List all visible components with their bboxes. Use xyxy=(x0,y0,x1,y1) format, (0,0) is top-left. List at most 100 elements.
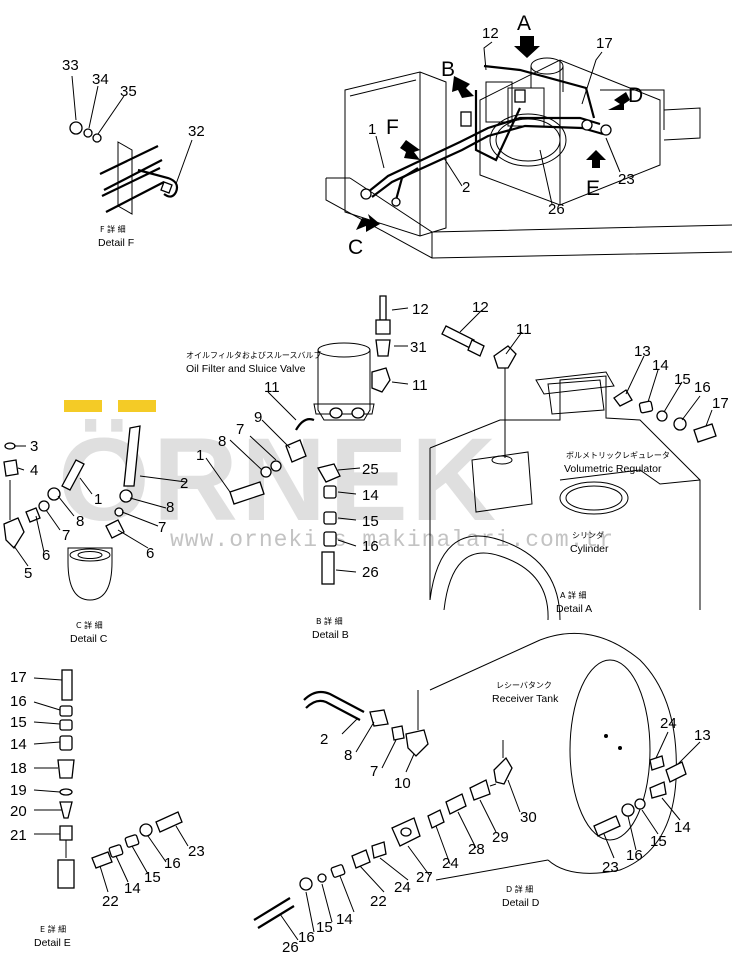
detail-a-drawing xyxy=(429,309,717,621)
arrow-letter-c: C xyxy=(348,236,363,259)
detail-b-callout: 11 xyxy=(412,377,428,394)
detail-a-regulator-label: Volumetric Regulator xyxy=(564,463,662,475)
detail-a-callout: 16 xyxy=(694,379,711,396)
detail-e-callout: 21 xyxy=(10,827,27,844)
detail-b-callout: 15 xyxy=(362,513,379,530)
detail-d-callout: 10 xyxy=(394,775,411,792)
arrow-d-icon xyxy=(608,92,630,110)
detail-b-callout: 16 xyxy=(362,538,379,555)
arrow-c-icon xyxy=(356,214,380,232)
detail-a-jp-regulator: ボルメトリックレギュレータ xyxy=(566,451,670,460)
detail-a-callout: 11 xyxy=(516,321,532,338)
detail-e-callout: 18 xyxy=(10,760,27,777)
detail-d-callout: 27 xyxy=(416,869,433,886)
detail-b-title: Oil Filter and Sluice Valve xyxy=(186,363,306,375)
detail-e-jp-label: E 詳 細 xyxy=(40,924,66,934)
detail-c-label: Detail C xyxy=(70,633,108,645)
detail-e-callout: 22 xyxy=(102,893,119,910)
detail-b-callout: 14 xyxy=(362,487,379,504)
detail-b-label: Detail B xyxy=(312,629,349,641)
detail-a-label: Detail A xyxy=(556,603,592,615)
detail-d-callout: 24 xyxy=(442,855,459,872)
watermark-url: www.orneki s makinalari.com.tr xyxy=(170,527,614,553)
detail-e-drawing xyxy=(33,669,189,893)
detail-e-callout: 14 xyxy=(124,880,141,897)
detail-c-callout: 5 xyxy=(24,565,32,582)
arrow-f-icon xyxy=(400,140,420,160)
detail-d-label: Detail D xyxy=(502,897,540,909)
detail-d-callout: 7 xyxy=(370,763,378,780)
detail-f-callout: 32 xyxy=(188,123,205,140)
detail-e-label: Detail E xyxy=(34,937,71,949)
detail-d-callout: 15 xyxy=(650,833,667,850)
detail-b-callout: 26 xyxy=(362,564,379,581)
detail-a-jp-label: A 詳 細 xyxy=(560,590,587,600)
arrow-letter-f: F xyxy=(386,116,399,139)
detail-f-callout: 33 xyxy=(62,57,79,74)
detail-b-jp-label: B 詳 細 xyxy=(316,616,343,626)
detail-b-callout: 7 xyxy=(158,519,166,536)
detail-d-callout: 22 xyxy=(370,893,387,910)
overview-callout: 23 xyxy=(618,171,635,188)
detail-e-callout: 16 xyxy=(164,855,181,872)
detail-a-callout: 12 xyxy=(472,299,489,316)
detail-e-callout: 16 xyxy=(10,693,27,710)
detail-b-jp-title: オイルフィルタおよびスルースバルブ xyxy=(186,350,321,360)
detail-d-callout: 28 xyxy=(468,841,485,858)
detail-b-callout: 8 xyxy=(218,433,226,450)
detail-b-callout: 31 xyxy=(410,339,427,356)
detail-e-callout: 20 xyxy=(10,803,27,820)
detail-b-callout: 6 xyxy=(146,545,154,562)
detail-a-callout: 15 xyxy=(674,371,691,388)
detail-c-callout: 1 xyxy=(94,491,102,508)
detail-e-callout: 19 xyxy=(10,782,27,799)
detail-b-callout: 11 xyxy=(264,379,280,396)
detail-b-callout: 12 xyxy=(412,301,429,318)
detail-c-callout: 6 xyxy=(42,547,50,564)
arrow-letter-d: D xyxy=(628,84,643,107)
overview-callout: 1 xyxy=(368,121,376,138)
overview-leaders xyxy=(375,41,621,205)
overview-callout: 26 xyxy=(548,201,565,218)
detail-e-callout: 15 xyxy=(144,869,161,886)
detail-e-callout: 17 xyxy=(10,669,27,686)
watermark-accent-dot xyxy=(118,400,156,412)
detail-d-callout: 14 xyxy=(674,819,691,836)
overview-callout: 17 xyxy=(596,35,613,52)
overview-drawing xyxy=(325,57,732,259)
detail-b-callout: 25 xyxy=(362,461,379,478)
detail-a-cylinder-label: Cylinder xyxy=(570,543,609,555)
detail-f-drawing xyxy=(69,75,193,215)
watermark-accent-dot xyxy=(64,400,102,412)
detail-a-callout: 17 xyxy=(712,395,729,412)
detail-b-callout: 9 xyxy=(254,409,262,426)
arrow-a-icon xyxy=(514,36,540,58)
detail-d-callout: 14 xyxy=(336,911,353,928)
overview-arrows xyxy=(356,36,630,232)
detail-d-callout: 23 xyxy=(602,859,619,876)
detail-c-drawing xyxy=(3,442,113,601)
detail-b-callout: 7 xyxy=(236,421,244,438)
arrow-b-icon xyxy=(452,76,474,98)
detail-e-callout: 15 xyxy=(10,714,27,731)
detail-f-callout: 35 xyxy=(120,83,137,100)
arrow-e-icon xyxy=(586,150,606,168)
detail-d-callout: 24 xyxy=(394,879,411,896)
arrow-letter-e: E xyxy=(586,177,600,200)
detail-d-jp-tank: レシーバタンク xyxy=(496,681,552,690)
detail-d-callout: 15 xyxy=(316,919,333,936)
detail-a-callout: 13 xyxy=(634,343,651,360)
detail-c-callout: 3 xyxy=(30,438,38,455)
detail-a-jp-cylinder: シリンダ xyxy=(572,530,604,540)
detail-d-tank-label: Receiver Tank xyxy=(492,693,559,705)
detail-b-callout: 8 xyxy=(166,499,174,516)
detail-d-drawing xyxy=(253,632,701,941)
detail-d-callout: 13 xyxy=(694,727,711,744)
arrow-letter-b: B xyxy=(441,58,455,81)
detail-c-callout: 8 xyxy=(76,513,84,530)
detail-d-jp-label: D 詳 細 xyxy=(506,884,533,894)
overview-callout: 2 xyxy=(462,179,470,196)
detail-f-jp-label: F 詳 細 xyxy=(100,224,126,234)
